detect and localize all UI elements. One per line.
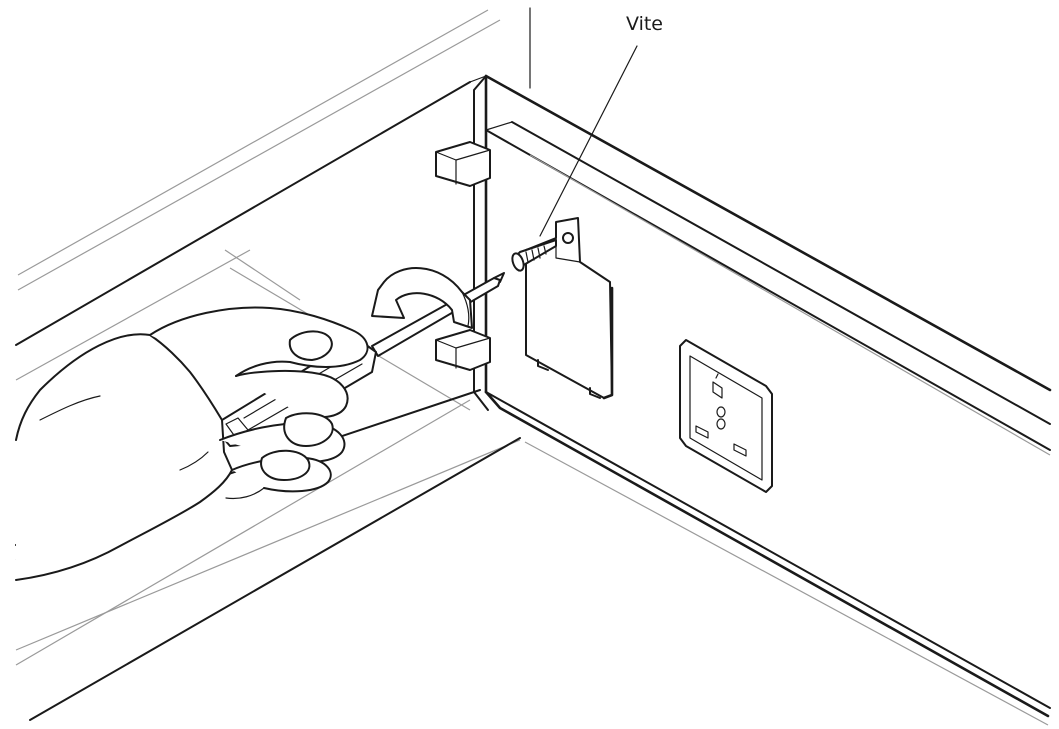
socket-pin-lower bbox=[716, 418, 726, 430]
fingernail-lower bbox=[260, 449, 311, 481]
fingernail bbox=[283, 412, 334, 447]
upper-bracket bbox=[435, 141, 491, 187]
hand bbox=[15, 306, 369, 581]
rotation-arrow-icon bbox=[371, 267, 473, 329]
socket-slot-left bbox=[695, 425, 709, 439]
lower-bracket bbox=[435, 329, 491, 371]
cabinet-back-panel bbox=[15, 7, 531, 721]
socket-pin-middle bbox=[716, 406, 726, 418]
thumbnail bbox=[288, 330, 333, 361]
callout-leader-line bbox=[539, 45, 638, 237]
cover-plate bbox=[525, 217, 614, 400]
callout: Vite bbox=[539, 13, 663, 237]
cabinet-side-panel bbox=[473, 74, 1052, 726]
power-outlet bbox=[679, 339, 773, 493]
screw bbox=[511, 239, 557, 272]
socket-pin-top bbox=[712, 381, 723, 399]
socket-slot-right bbox=[733, 443, 747, 457]
callout-label: Vite bbox=[626, 13, 663, 35]
